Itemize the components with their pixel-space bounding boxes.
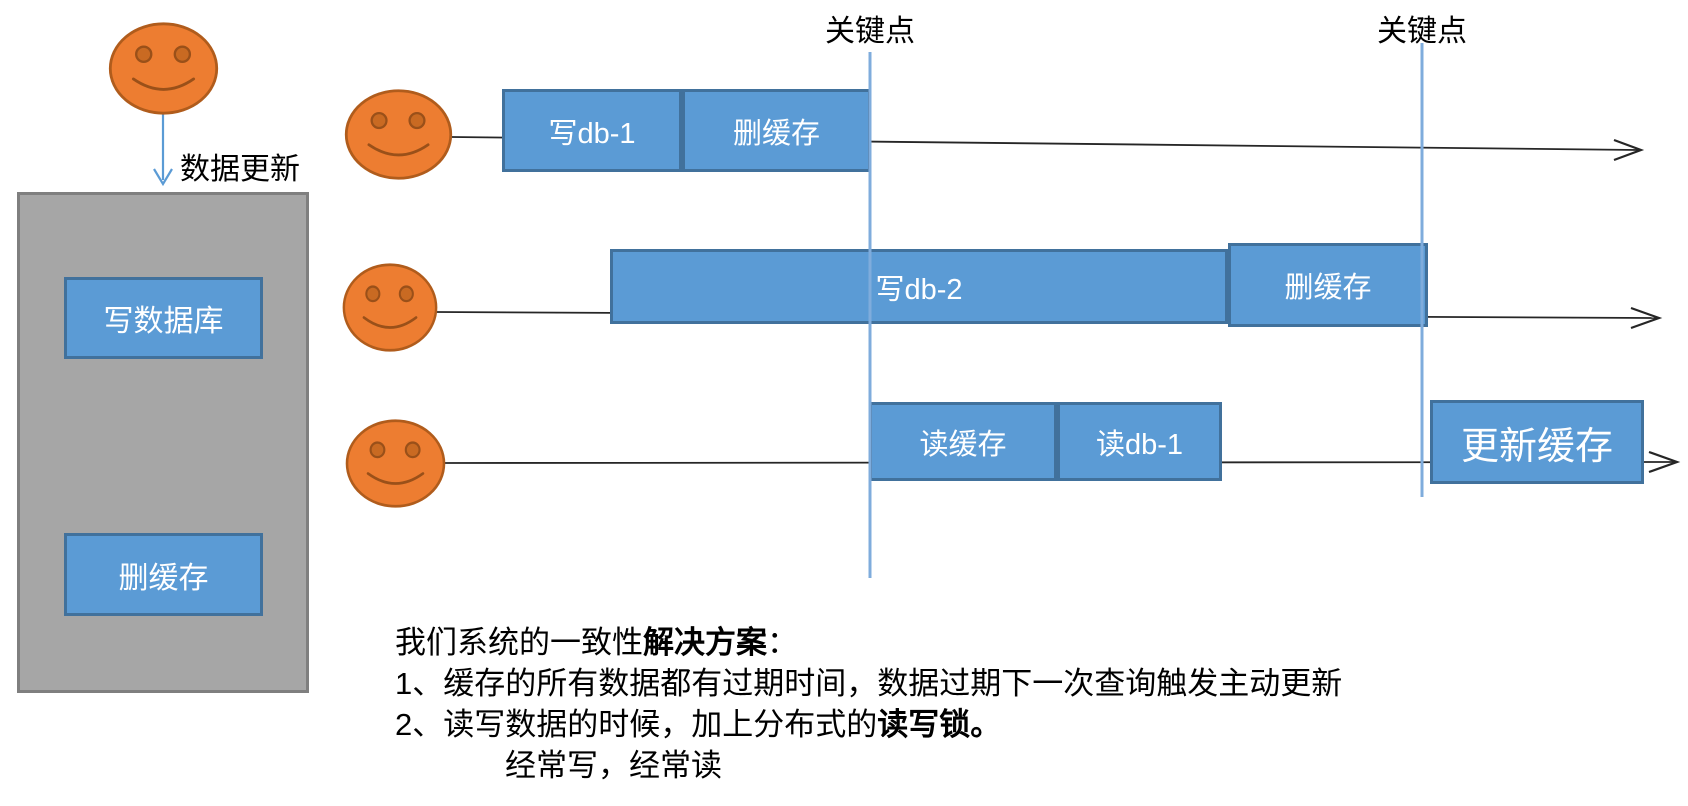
arrowhead-icon [153, 168, 173, 187]
smiley-face-icon [344, 89, 453, 180]
keypoint-label-2: 关键点 [1377, 15, 1467, 48]
arrowhead-icon [1648, 450, 1681, 474]
smiley-face-icon [108, 22, 219, 115]
keypoint-label-1: 关键点 [825, 15, 915, 48]
data-update-label: 数据更新 [180, 153, 300, 186]
arrowhead-icon [1613, 138, 1645, 162]
arrowhead-icon [1630, 306, 1663, 330]
smiley-face-icon [342, 263, 438, 352]
delete-cache-box-t1: 删缓存 [682, 89, 871, 172]
read-db1-box: 读db-1 [1057, 402, 1222, 481]
notes-line-4: 经常写，经常读 [505, 748, 722, 783]
write-database-box: 写数据库 [64, 277, 263, 359]
data-update-arrow [153, 113, 173, 187]
smiley-face-icon [345, 419, 446, 508]
notes: 我们系统的一致性解决方案： 1、缓存的所有数据都有过期时间，数据过期下一次查询触… [395, 622, 1342, 786]
notes-line-3: 2、读写数据的时候，加上分布式的读写锁。 [395, 707, 1002, 742]
notes-line-2: 1、缓存的所有数据都有过期时间，数据过期下一次查询触发主动更新 [395, 666, 1343, 701]
notes-line-1: 我们系统的一致性解决方案： [395, 625, 798, 660]
write-db2-box: 写db-2 [610, 249, 1228, 324]
write-db1-box: 写db-1 [502, 89, 682, 172]
delete-cache-box-t2: 删缓存 [1228, 243, 1428, 327]
delete-cache-box: 删缓存 [64, 533, 263, 616]
update-cache-box: 更新缓存 [1430, 400, 1644, 484]
